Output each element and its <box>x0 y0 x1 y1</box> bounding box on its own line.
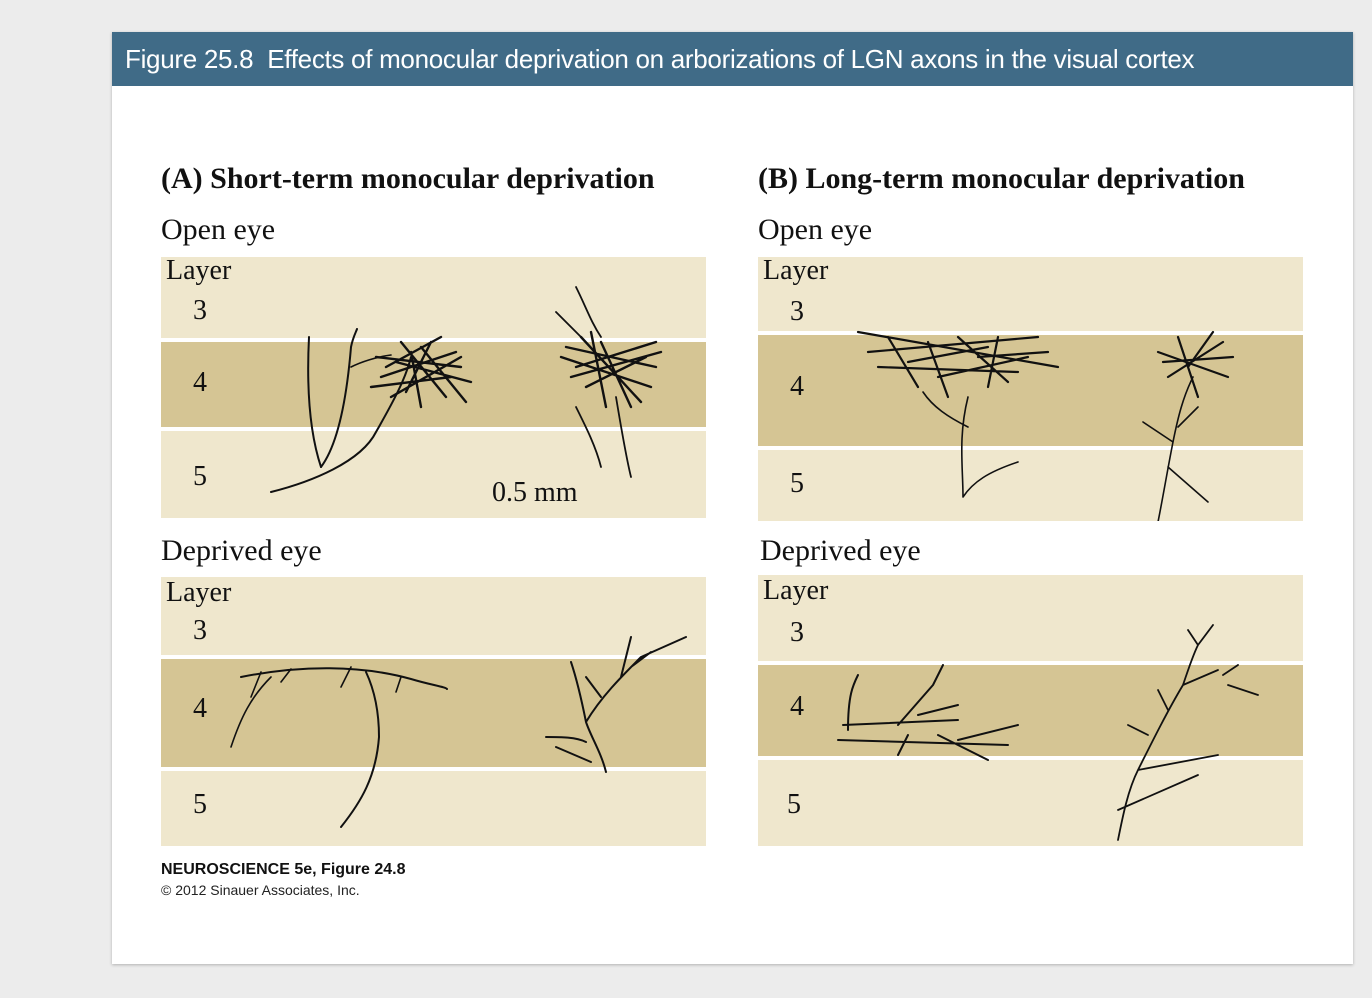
layer-5-number: 5 <box>193 789 207 820</box>
layer-label: Layer <box>166 577 232 608</box>
lgn-axon-arbors <box>856 330 1235 521</box>
panel-b-title: (B) Long-term monocular deprivation <box>758 162 1245 195</box>
panel-b-deprived-diagram: Layer 3 4 5 <box>758 575 1303 846</box>
layer-5-band <box>758 760 1303 846</box>
layer-3-band <box>758 575 1303 661</box>
figure-title: Effects of monocular deprivation on arbo… <box>267 44 1195 74</box>
layer-4-number: 4 <box>790 371 804 402</box>
layer-5-number: 5 <box>193 461 207 492</box>
layer-5-band <box>758 450 1303 521</box>
layer-4-band <box>161 342 706 427</box>
layer-3-number: 3 <box>193 615 207 646</box>
lgn-axon-arbors <box>230 636 687 828</box>
layer-4-number: 4 <box>790 691 804 722</box>
layer-3-band <box>758 257 1303 331</box>
layer-3-band <box>161 577 706 655</box>
lgn-axon-arbors <box>837 624 1259 841</box>
layer-3-number: 3 <box>790 617 804 648</box>
panel-a-deprived-eye-label: Deprived eye <box>161 534 322 567</box>
figure-card: Figure 25.8 Effects of monocular deprivat… <box>112 32 1353 964</box>
credit-source: NEUROSCIENCE 5e, Figure 24.8 <box>161 861 406 878</box>
figure-title-bar: Figure 25.8 Effects of monocular deprivat… <box>112 32 1353 86</box>
figure-number: Figure 25.8 <box>125 44 254 74</box>
layer-label: Layer <box>763 257 829 286</box>
layer-5-band <box>161 771 706 846</box>
lgn-axon-arbors <box>270 286 663 493</box>
panel-a-open-eye-label: Open eye <box>161 213 276 246</box>
layer-4-number: 4 <box>193 367 207 398</box>
panel-b-open-diagram: Layer 3 4 5 <box>758 257 1303 521</box>
panel-b-deprived-eye-label: Deprived eye <box>760 534 921 567</box>
layer-3-band <box>161 257 706 338</box>
panel-a-deprived-diagram: Layer 3 4 5 <box>161 577 706 846</box>
panel-a-open-diagram: Layer 3 4 5 0.5 mm <box>161 257 706 518</box>
panel-b-open-eye-label: Open eye <box>758 213 873 246</box>
layer-5-number: 5 <box>787 789 801 820</box>
layer-3-number: 3 <box>193 295 207 326</box>
layer-label: Layer <box>763 575 829 606</box>
scale-bar-label: 0.5 mm <box>492 477 578 508</box>
layer-5-band <box>161 431 706 518</box>
layer-4-band <box>161 659 706 767</box>
credit-copyright: © 2012 Sinauer Associates, Inc. <box>161 882 360 898</box>
layer-5-number: 5 <box>790 468 804 499</box>
layer-label: Layer <box>166 257 232 286</box>
panel-a-title: (A) Short-term monocular deprivation <box>161 162 655 195</box>
layer-3-number: 3 <box>790 296 804 327</box>
layer-4-number: 4 <box>193 693 207 724</box>
